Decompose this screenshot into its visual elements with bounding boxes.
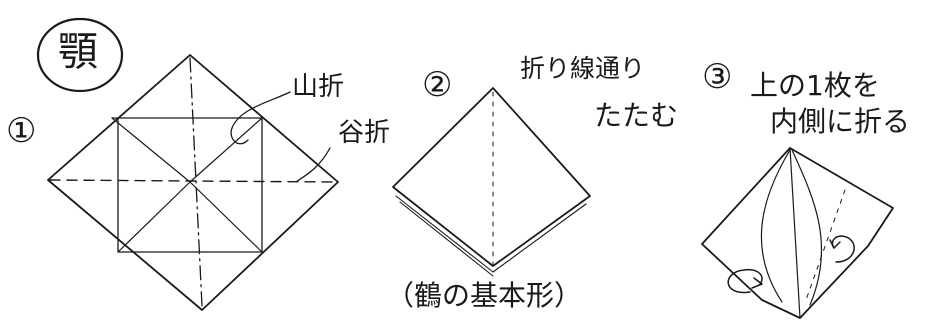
step1-diagonal-b xyxy=(189,117,263,183)
step2-label-line1: 折り線通り xyxy=(520,54,646,83)
step1-diagonal-c xyxy=(117,181,191,253)
step3-outline xyxy=(701,147,894,319)
step3-label-line2: 内側に折る xyxy=(770,105,911,138)
step2-label-line2: たたむ xyxy=(594,99,679,132)
step3-arrow-left xyxy=(727,268,763,294)
step1-pointer-mountain xyxy=(230,91,291,145)
step3-arrow-right xyxy=(831,235,855,263)
step1-number: ① xyxy=(6,111,37,151)
title-circle xyxy=(36,17,124,93)
step1-diagonal-d xyxy=(189,181,263,253)
step2-layer-3 xyxy=(492,203,587,273)
step2-diagram xyxy=(392,87,591,277)
step3-arrow-right-head xyxy=(829,239,841,249)
step1-label-valley-fold: 谷折 xyxy=(338,118,391,148)
step3-crease-right xyxy=(791,149,823,306)
step3-diagram xyxy=(701,147,894,319)
step1-diagram xyxy=(47,54,339,311)
step1-diagonal-a xyxy=(111,117,191,183)
step1-mountain-fold xyxy=(189,57,203,307)
step1-pointer-valley xyxy=(295,147,331,183)
step3-arrow-left-head xyxy=(751,277,763,289)
step1-valley-fold xyxy=(49,179,337,183)
step3-number: ③ xyxy=(702,57,733,97)
step2-square xyxy=(392,87,591,267)
step2-caption: （鶴の基本形） xyxy=(386,279,583,312)
step3-fold-line xyxy=(805,189,846,301)
step3-center-line xyxy=(789,147,801,319)
step2-layer-1 xyxy=(395,195,494,273)
step1-label-mountain-fold: 山折 xyxy=(292,72,345,102)
step2-layer-2 xyxy=(399,201,494,277)
step2-number: ② xyxy=(422,65,453,105)
page-title: 顎 xyxy=(58,29,98,75)
step1-diamond xyxy=(47,54,339,311)
step3-label-line1: 上の1枚を xyxy=(750,69,880,102)
step3-crease-left xyxy=(760,149,791,303)
